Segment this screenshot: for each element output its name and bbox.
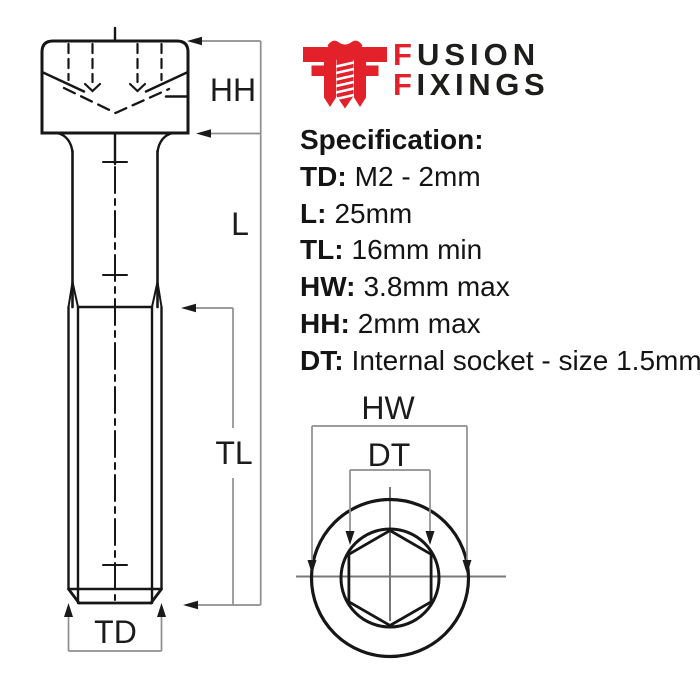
screw-side-view bbox=[40, 26, 190, 605]
spec-title: Specification: bbox=[300, 124, 484, 155]
underhead-fillet-left bbox=[55, 131, 74, 154]
label-head-width: HW bbox=[361, 390, 415, 426]
socket-notches bbox=[83, 82, 147, 93]
screw-head-outline bbox=[40, 39, 190, 135]
spec-value: 16mm min bbox=[351, 234, 483, 266]
head-chamfer-right bbox=[144, 70, 190, 93]
label-thread-diameter: TD bbox=[94, 614, 137, 650]
thread-runout bbox=[67, 281, 163, 308]
socket-cone-hidden bbox=[62, 86, 171, 115]
spec-value: 3.8mm max bbox=[363, 271, 510, 303]
side-view-arrowheads bbox=[64, 36, 211, 617]
centerline-ticks bbox=[102, 161, 128, 566]
label-head-height: HH bbox=[210, 72, 256, 108]
head-chamfer-left bbox=[40, 70, 86, 93]
screw-top-view bbox=[296, 487, 506, 659]
top-view-arrowheads bbox=[307, 531, 472, 574]
fusion-fixings-logo-icon bbox=[303, 40, 387, 109]
brand-name-line2: FIXINGS bbox=[393, 67, 550, 102]
brand-name-line1: FUSION bbox=[393, 37, 541, 72]
spec-label: HH: bbox=[300, 307, 350, 339]
label-socket-size: DT bbox=[368, 437, 411, 473]
spec-label: L: bbox=[300, 197, 327, 229]
screw-tip bbox=[67, 587, 163, 605]
spec-value: Internal socket - size 1.5mm bbox=[351, 344, 700, 376]
socket-hidden-lines bbox=[67, 42, 163, 84]
spec-value: M2 - 2mm bbox=[354, 160, 481, 192]
spec-label: HW: bbox=[300, 271, 356, 303]
underhead-fillet-right bbox=[156, 131, 175, 154]
spec-row-hw: HW:3.8mm max bbox=[300, 269, 700, 306]
specification-block: Specification: TD:M2 - 2mm L:25mm TL:16m… bbox=[300, 122, 700, 380]
logo-screw-head bbox=[327, 40, 363, 61]
top-view-dimensions bbox=[311, 425, 468, 561]
spec-row-hh: HH:2mm max bbox=[300, 306, 700, 343]
spec-value: 2mm max bbox=[357, 307, 481, 339]
hex-socket bbox=[347, 528, 433, 628]
spec-label: DT: bbox=[300, 344, 344, 376]
spec-label: TD: bbox=[300, 160, 347, 192]
spec-value: 25mm bbox=[334, 197, 413, 229]
brand-name: FUSION FIXINGS bbox=[393, 37, 550, 102]
spec-row-tl: TL:16mm min bbox=[300, 232, 700, 269]
spec-row-dt: DT:Internal socket - size 1.5mm bbox=[300, 343, 700, 380]
head-outer-circle bbox=[309, 497, 471, 659]
spec-label: TL: bbox=[300, 234, 344, 266]
brand-logo: FUSION FIXINGS bbox=[300, 37, 549, 111]
spec-row-td: TD:M2 - 2mm bbox=[300, 159, 700, 196]
logo-right-f bbox=[354, 47, 387, 107]
label-thread-length: TL bbox=[215, 435, 252, 471]
label-length: L bbox=[231, 206, 249, 242]
spec-row-l: L:25mm bbox=[300, 196, 700, 233]
logo-left-f bbox=[303, 47, 336, 107]
